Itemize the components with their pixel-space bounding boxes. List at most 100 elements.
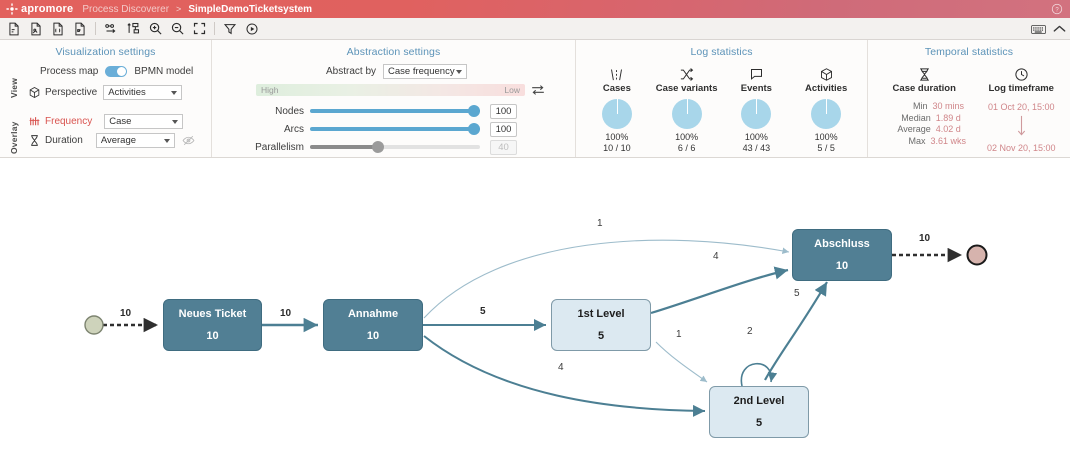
brand-name: apromore	[21, 3, 74, 15]
duration-key: Min	[912, 101, 928, 111]
stat-fraction: 6 / 6	[677, 143, 696, 153]
node-abschluss[interactable]: Abschluss 10	[792, 229, 892, 281]
stat-donut	[811, 99, 842, 129]
group-label-overlay: Overlay	[9, 121, 19, 154]
stat-case-variants: Case variants 100% 6 / 6	[653, 64, 721, 154]
animate-icon[interactable]	[241, 19, 263, 39]
chevron-down-icon	[456, 70, 463, 74]
parallelism-slider-handle[interactable]	[372, 141, 384, 153]
swap-arrows-icon[interactable]	[531, 84, 545, 96]
process-map-label: Process map	[40, 66, 99, 77]
node-frequency: 10	[835, 260, 849, 272]
flag-icon	[722, 66, 790, 82]
perspective-select[interactable]: Activities	[103, 85, 183, 100]
node-label: Annahme	[347, 308, 399, 320]
zoom-in-icon[interactable]	[144, 19, 166, 39]
node-neues-ticket[interactable]: Neues Ticket 10	[163, 299, 262, 351]
layout-vertical-icon[interactable]	[122, 19, 144, 39]
cube-icon	[792, 66, 860, 82]
arcs-slider[interactable]	[310, 123, 480, 135]
process-map-graph	[84, 239, 988, 417]
nodes-slider[interactable]	[310, 105, 480, 117]
fit-screen-icon[interactable]	[188, 19, 210, 39]
duration-value: 4.02 d	[935, 124, 961, 134]
parallelism-label: Parallelism	[255, 141, 304, 153]
log-timeframe-block: Log timeframe 01 Oct 20, 15:00 02 Nov 20…	[987, 64, 1056, 154]
node-frequency: 10	[366, 330, 380, 342]
stat-label: Events	[740, 83, 772, 94]
chevron-down-icon	[172, 120, 179, 124]
visualization-settings-title: Visualization settings	[55, 46, 156, 58]
end-event	[966, 244, 988, 266]
duration-key: Median	[901, 112, 931, 123]
case-duration-label: Case duration	[892, 83, 956, 94]
perspective-label: Perspective	[45, 87, 98, 98]
stat-label: Activities	[805, 83, 848, 94]
abstraction-gradient-bar: High Low	[256, 84, 525, 96]
breadcrumb-app-name[interactable]: Process Discoverer	[82, 3, 170, 15]
chevron-down-icon	[171, 91, 178, 95]
abstract-by-value: Case frequency	[388, 66, 455, 77]
frequency-icon	[29, 117, 40, 126]
collapse-panel-icon[interactable]	[1053, 24, 1066, 34]
breadcrumb-current-log[interactable]: SimpleDemoTicketsystem	[188, 3, 313, 15]
help-circle-icon[interactable]: ?	[1051, 3, 1063, 15]
stat-percent: 100%	[744, 132, 768, 142]
nodes-slider-handle[interactable]	[468, 105, 480, 117]
hourglass-icon	[882, 66, 966, 82]
export-pdf-icon[interactable]	[3, 19, 25, 39]
duration-select[interactable]: Average	[95, 133, 175, 148]
edge-label-first-level-abschluss: 4	[713, 251, 719, 262]
edge-first-level-to-abschluss	[650, 266, 789, 315]
arcs-value[interactable]: 100	[490, 121, 517, 137]
start-event	[84, 315, 104, 335]
log-statistics-panel: Log statistics Cases 100% 10 / 10	[575, 40, 867, 157]
filter-icon[interactable]	[219, 19, 241, 39]
node-second-level[interactable]: 2nd Level 5	[709, 386, 809, 438]
nodes-value[interactable]: 100	[490, 103, 517, 119]
abstract-by-label: Abstract by	[326, 66, 377, 77]
parallelism-slider[interactable]	[310, 141, 480, 153]
cube-icon	[29, 87, 40, 98]
edge-second-level-self-loop	[740, 362, 778, 387]
export-png-icon[interactable]	[25, 19, 47, 39]
stat-percent: 100%	[605, 132, 629, 142]
edge-label-start-neues-ticket: 10	[120, 308, 132, 319]
layout-horizontal-icon[interactable]	[100, 19, 122, 39]
node-annahme[interactable]: Annahme 10	[323, 299, 423, 351]
arcs-slider-handle[interactable]	[468, 123, 480, 135]
log-timeframe-label: Log timeframe	[988, 83, 1054, 94]
eye-off-icon[interactable]	[182, 134, 195, 147]
zoom-out-icon[interactable]	[166, 19, 188, 39]
node-label: 2nd Level	[733, 395, 785, 407]
stat-donut	[601, 99, 632, 129]
frequency-select[interactable]: Case	[104, 114, 184, 129]
toolbar-right-group	[1031, 18, 1066, 40]
stat-label: Cases	[602, 83, 631, 94]
process-map-bpmn-toggle[interactable]	[105, 66, 128, 77]
arcs-label: Arcs	[284, 123, 304, 135]
group-label-view: View	[9, 77, 19, 98]
process-map-canvas[interactable]: 10 10 5 1 4 4 1 2 5 10 Neues Ticket 10 A…	[0, 158, 1070, 451]
edge-label-first-level-second-level: 1	[676, 329, 682, 340]
bpmn-model-label: BPMN model	[134, 66, 194, 77]
svg-text:?: ?	[1055, 7, 1059, 13]
duration-key: Max	[908, 135, 926, 146]
keyboard-shortcuts-icon[interactable]	[1031, 24, 1046, 35]
stat-percent: 100%	[675, 132, 699, 142]
node-first-level[interactable]: 1st Level 5	[551, 299, 651, 351]
export-json-icon[interactable]	[47, 19, 69, 39]
frequency-label: Frequency	[45, 116, 93, 127]
export-bpmn-icon[interactable]	[69, 19, 91, 39]
node-label: 1st Level	[577, 308, 625, 320]
arrow-down-icon	[987, 115, 1056, 140]
chevron-down-icon	[163, 139, 170, 143]
gradient-high-label: High	[261, 85, 279, 95]
edge-label-neues-ticket-annahme: 10	[280, 308, 292, 319]
parallelism-value: 40	[490, 139, 517, 155]
abstract-by-select[interactable]: Case frequency	[383, 64, 468, 79]
shuffle-icon	[653, 66, 721, 82]
